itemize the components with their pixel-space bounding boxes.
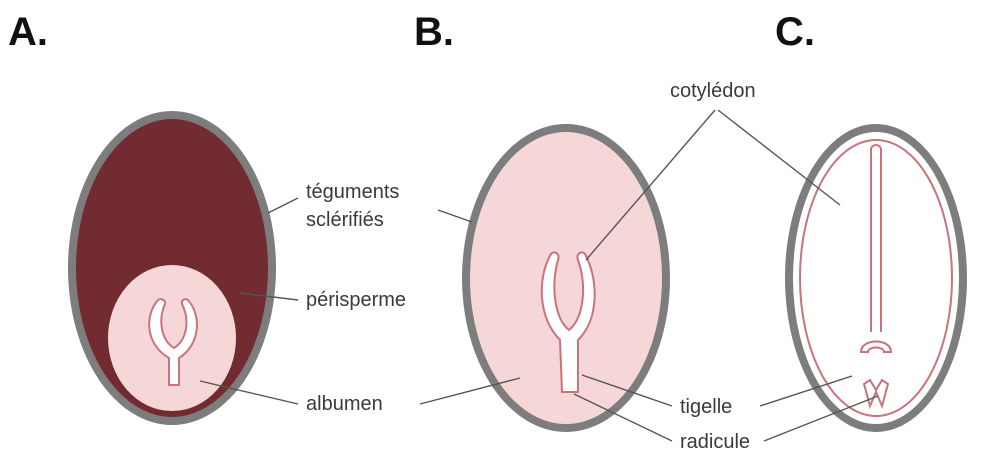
label-albumen: albumen	[306, 393, 383, 415]
seed-a-albumen	[108, 265, 236, 411]
leader-teguments-a	[268, 198, 298, 213]
seed-a	[68, 111, 276, 425]
seed-c	[785, 124, 967, 432]
label-perisperme: périsperme	[306, 289, 406, 311]
label-teguments-line2: sclérifiés	[306, 209, 384, 231]
label-radicule: radicule	[680, 431, 750, 453]
label-tigelle: tigelle	[680, 396, 732, 418]
seed-b	[462, 124, 670, 432]
seed-c-inner	[793, 132, 959, 424]
label-teguments-line1: téguments	[306, 181, 399, 203]
leader-teguments-b	[438, 210, 472, 222]
label-cotyledon: cotylédon	[670, 80, 756, 102]
